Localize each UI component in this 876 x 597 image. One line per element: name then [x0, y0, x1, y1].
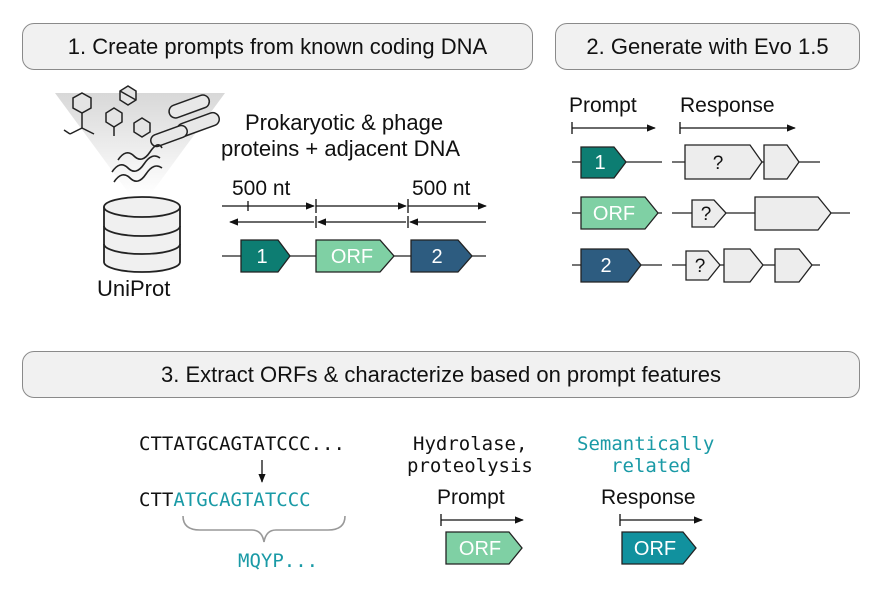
- step3-header: 3. Extract ORFs & characterize based on …: [22, 351, 860, 398]
- step2-title: 2. Generate with Evo 1.5: [586, 33, 829, 59]
- raw-sequence: CTTATGCAGTATCCC...: [139, 433, 345, 455]
- bacteria-icon: [150, 94, 220, 148]
- annotation-line1: Hydrolase,: [413, 433, 528, 455]
- svg-text:2: 2: [600, 255, 611, 277]
- translation: MQYP...: [238, 550, 319, 572]
- svg-text:ORF: ORF: [593, 203, 635, 225]
- database-icon: [103, 196, 181, 273]
- row1-prompt-gene: 1: [580, 146, 627, 179]
- span-arrows: [222, 199, 487, 228]
- phage-icon: [119, 85, 137, 106]
- row2-prompt-gene: ORF: [580, 196, 659, 230]
- description-line1: Prokaryotic & phage: [245, 110, 444, 135]
- panel3-prompt-label: Prompt: [437, 486, 505, 509]
- row3-response-gene-unknown: ?: [685, 250, 721, 281]
- panel3-response-orf: ORF: [621, 531, 697, 565]
- gene-2-arrow: 2: [410, 239, 473, 273]
- gene-1-label: 1: [256, 246, 267, 268]
- svg-text:?: ?: [701, 204, 712, 225]
- annotation-line2: proteolysis: [407, 455, 533, 477]
- relation-line1: Semantically: [577, 433, 715, 455]
- row2-response-gene-2: [754, 196, 832, 231]
- row2-response-gene-unknown: ?: [691, 199, 727, 228]
- annotated-sequence: CTTATGCAGTATCCC: [139, 489, 311, 511]
- svg-text:ORF: ORF: [634, 538, 676, 560]
- panel3-prompt-orf: ORF: [445, 531, 523, 565]
- svg-text:1: 1: [594, 152, 605, 174]
- phage-icon: [133, 117, 151, 138]
- relation-line2: related: [611, 455, 692, 477]
- orf-brace: [182, 515, 346, 543]
- row1-response-gene-2: [763, 144, 800, 180]
- row1-response-gene-unknown: ?: [684, 144, 763, 180]
- svg-text:?: ?: [695, 256, 706, 277]
- row3-response-gene-2: [723, 248, 764, 283]
- phage-icon: [105, 107, 123, 136]
- description-line2: proteins + adjacent DNA: [221, 136, 461, 161]
- step1-header: 1. Create prompts from known coding DNA: [22, 23, 533, 70]
- gene-orf-label: ORF: [331, 246, 373, 268]
- gene-orf-arrow: ORF: [315, 239, 395, 273]
- funnel-beam: [55, 93, 225, 195]
- step3-title: 3. Extract ORFs & characterize based on …: [160, 361, 722, 387]
- dna-strands-icon: [111, 144, 163, 183]
- svg-text:ORF: ORF: [459, 538, 501, 560]
- step1-title: 1. Create prompts from known coding DNA: [67, 33, 488, 59]
- flank-right-label: 500 nt: [412, 177, 471, 200]
- step2-header: 2. Generate with Evo 1.5: [555, 23, 860, 70]
- sequence-prefix: CTT: [139, 489, 174, 511]
- phage-icon: [63, 92, 95, 135]
- gene-2-label: 2: [431, 246, 442, 268]
- sequence-orf: ATGCAGTATCCC: [173, 489, 311, 511]
- prompt-header: Prompt: [569, 94, 637, 117]
- flank-left-label: 500 nt: [232, 177, 291, 200]
- database-label: UniProt: [97, 276, 171, 301]
- panel3-response-label: Response: [601, 486, 696, 509]
- svg-text:?: ?: [713, 153, 724, 174]
- gene-1-arrow: 1: [240, 239, 291, 273]
- response-header: Response: [680, 94, 775, 117]
- row3-prompt-gene: 2: [580, 248, 642, 283]
- row3-response-gene-3: [774, 248, 813, 283]
